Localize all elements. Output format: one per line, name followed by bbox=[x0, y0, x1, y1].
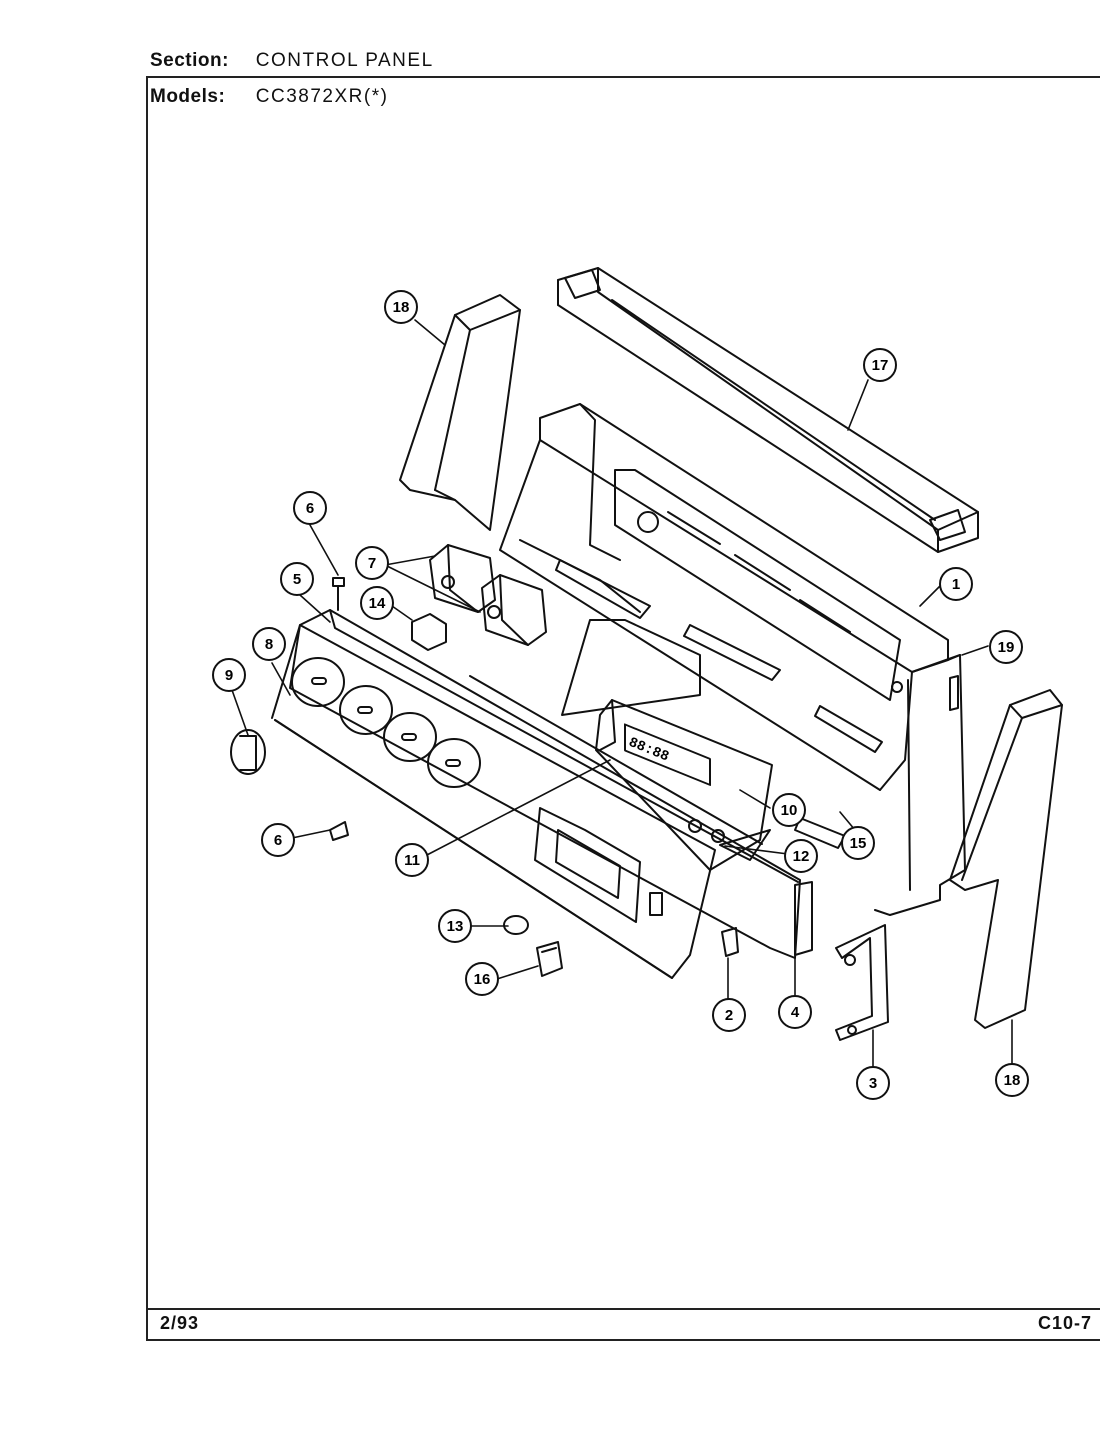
right-side-bracket bbox=[874, 654, 966, 916]
svg-text:7: 7 bbox=[368, 555, 376, 572]
display-bracket bbox=[561, 619, 701, 716]
svg-text:11: 11 bbox=[404, 852, 420, 869]
callout-14: 14 bbox=[360, 586, 394, 620]
models-heading: Models: CC3872XR(*) bbox=[150, 86, 388, 108]
svg-text:17: 17 bbox=[872, 357, 889, 374]
callout-3: 3 bbox=[856, 1066, 890, 1100]
top-rail-channel bbox=[557, 267, 979, 553]
callout-15: 15 bbox=[841, 826, 875, 860]
callout-10: 10 bbox=[772, 793, 806, 827]
svg-text:4: 4 bbox=[791, 1004, 800, 1021]
callout-8: 8 bbox=[252, 627, 286, 661]
footer-date: 2/93 bbox=[160, 1313, 200, 1333]
end-cap-bracket bbox=[794, 881, 813, 956]
callout-2: 2 bbox=[712, 998, 746, 1032]
callout-5: 5 bbox=[280, 562, 314, 596]
control-knob bbox=[230, 729, 266, 775]
footer-page-code: C10-7 bbox=[1038, 1313, 1093, 1333]
svg-text:19: 19 bbox=[998, 639, 1015, 656]
leader-lines bbox=[231, 319, 1013, 1069]
svg-text:12: 12 bbox=[793, 848, 810, 865]
frame-left-rule bbox=[146, 76, 148, 1341]
rocker-switch bbox=[536, 941, 563, 977]
svg-text:1: 1 bbox=[952, 576, 960, 593]
svg-text:6: 6 bbox=[306, 500, 314, 517]
models-label: Models: bbox=[150, 86, 226, 107]
clock-module bbox=[595, 699, 773, 871]
callout-18-top: 18 bbox=[384, 290, 418, 324]
svg-text:13: 13 bbox=[447, 918, 464, 935]
mounting-strip bbox=[794, 817, 846, 849]
callout-1: 1 bbox=[939, 567, 973, 601]
callout-19: 19 bbox=[989, 630, 1023, 664]
hinge-bracket bbox=[835, 924, 889, 1041]
callout-16: 16 bbox=[465, 962, 499, 996]
models-value: CC3872XR(*) bbox=[255, 86, 389, 107]
frame-top-rule bbox=[146, 76, 1100, 78]
callout-6-bottom: 6 bbox=[261, 823, 295, 857]
svg-text:8: 8 bbox=[265, 636, 273, 653]
indicator-light-block bbox=[411, 613, 447, 651]
section-value: CONTROL PANEL bbox=[255, 50, 434, 71]
backguard-panel bbox=[289, 609, 801, 959]
svg-text:3: 3 bbox=[869, 1075, 877, 1092]
callout-12: 12 bbox=[784, 839, 818, 873]
trim-clip bbox=[721, 927, 739, 957]
svg-text:9: 9 bbox=[225, 667, 233, 684]
svg-text:18: 18 bbox=[1004, 1072, 1021, 1089]
callout-4: 4 bbox=[778, 995, 812, 1029]
callout-13: 13 bbox=[438, 909, 472, 943]
svg-text:6: 6 bbox=[274, 832, 282, 849]
left-side-trim bbox=[399, 294, 521, 531]
svg-text:14: 14 bbox=[369, 595, 386, 612]
callout-11: 11 bbox=[395, 843, 429, 877]
svg-text:15: 15 bbox=[850, 835, 867, 852]
right-side-trim bbox=[949, 689, 1063, 1029]
section-label: Section: bbox=[150, 50, 229, 71]
svg-text:5: 5 bbox=[293, 571, 301, 588]
screw-left bbox=[329, 821, 349, 841]
callout-6-top: 6 bbox=[293, 491, 327, 525]
infinite-switches bbox=[429, 544, 547, 646]
frame-footer-rule bbox=[146, 1308, 1100, 1310]
knob-bezel bbox=[503, 915, 529, 935]
callouts: 18 17 6 7 5 14 1 19 8 9 10 6 15 12 11 13… bbox=[212, 290, 1029, 1100]
callout-17: 17 bbox=[863, 348, 897, 382]
callout-9: 9 bbox=[212, 658, 246, 692]
section-heading: Section: CONTROL PANEL bbox=[150, 50, 434, 72]
callout-18-bottom: 18 bbox=[995, 1063, 1029, 1097]
control-panel-overlay bbox=[271, 624, 716, 979]
svg-text:2: 2 bbox=[725, 1007, 733, 1024]
svg-text:18: 18 bbox=[393, 299, 410, 316]
svg-text:10: 10 bbox=[781, 802, 798, 819]
svg-text:16: 16 bbox=[474, 971, 491, 988]
callout-7: 7 bbox=[355, 546, 389, 580]
frame-bottom-rule bbox=[146, 1339, 1100, 1341]
panel-clip bbox=[719, 829, 771, 861]
screw-top bbox=[332, 577, 345, 611]
